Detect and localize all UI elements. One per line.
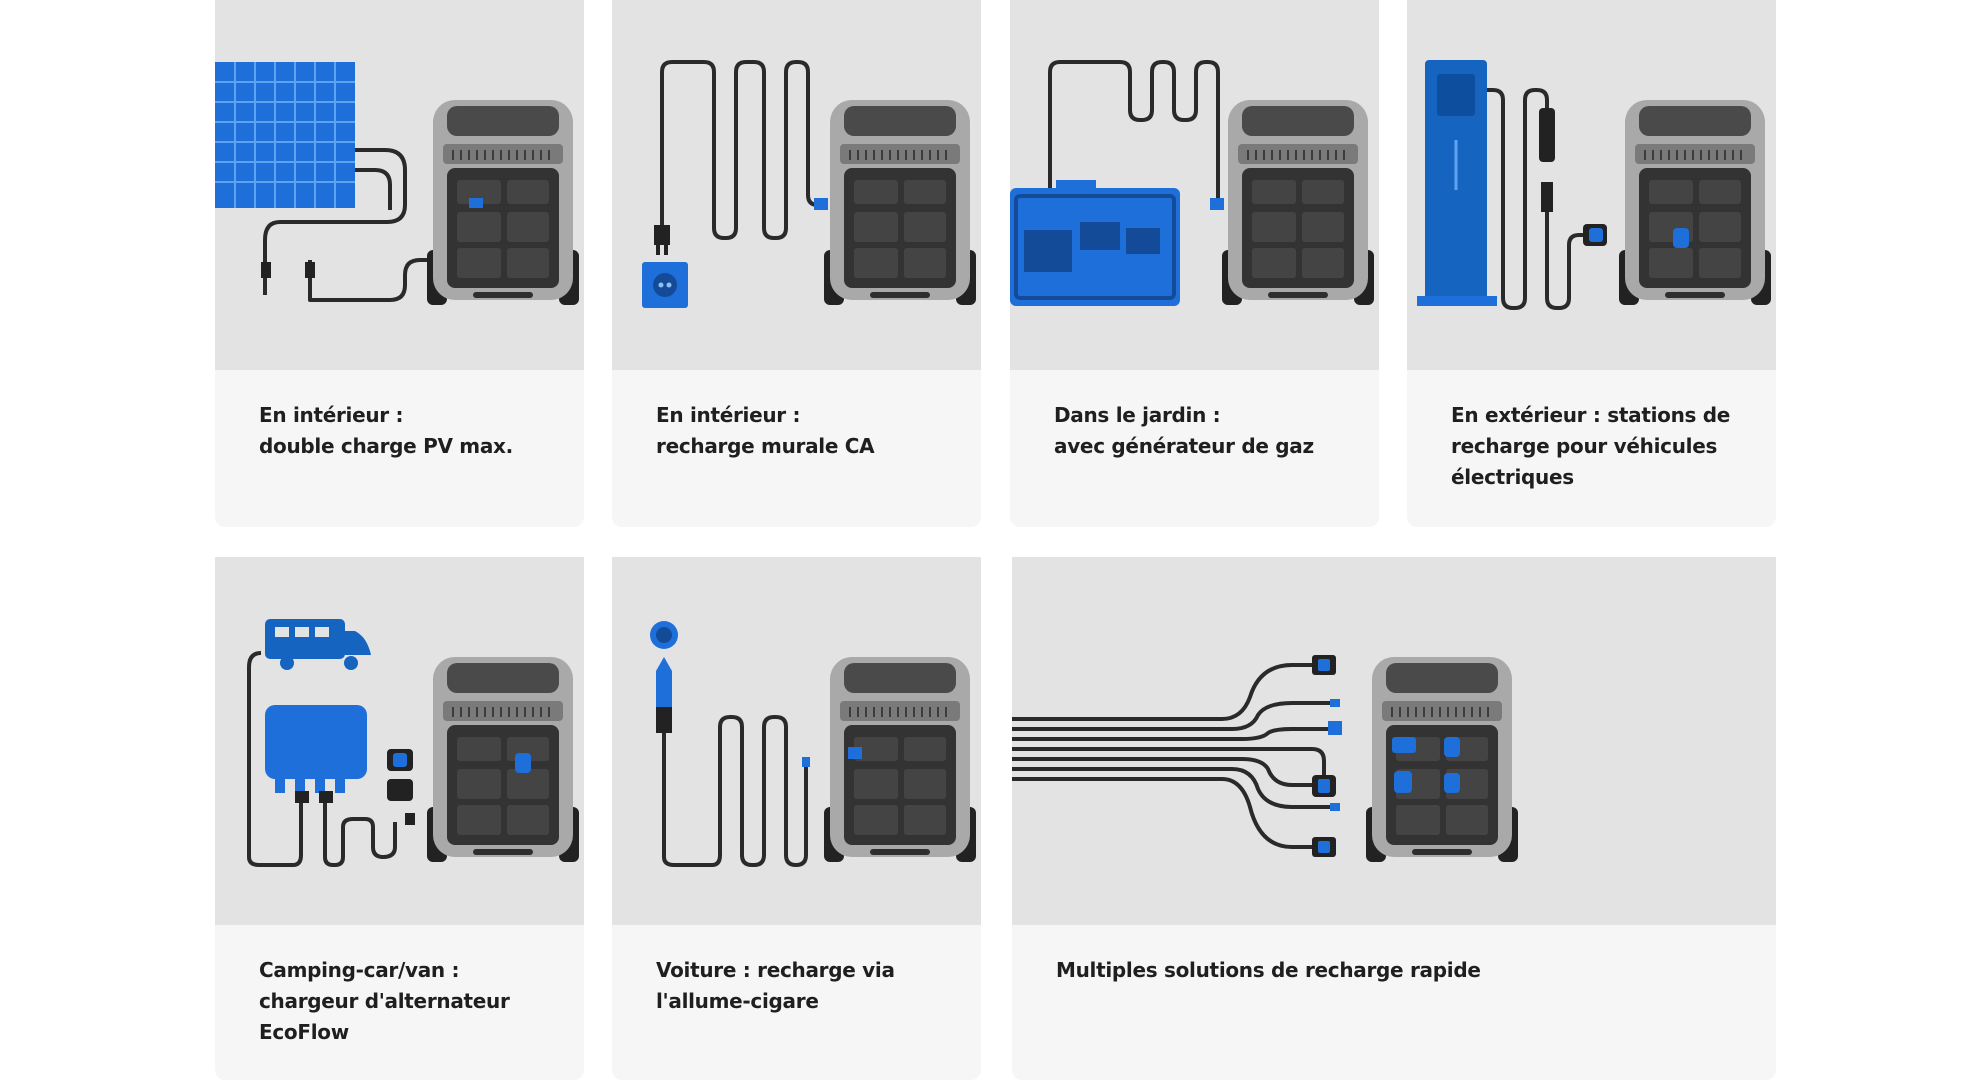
- wall-socket-icon: [642, 262, 688, 308]
- gas-generator-icon: [1010, 180, 1180, 306]
- cable-icon: [1048, 60, 1220, 198]
- card-generator[interactable]: Dans le jardin : avec générateur de gaz: [1010, 0, 1379, 527]
- power-station-icon: [823, 656, 977, 863]
- cable-icon: [247, 651, 397, 867]
- card-caption: En extérieur : stations de recharge pour…: [1451, 403, 1731, 489]
- alternator-charger-icon: [265, 705, 367, 793]
- card-camper-van[interactable]: Camping-car/van : chargeur d'alternateur…: [215, 557, 584, 1080]
- power-station-icon: [1365, 656, 1519, 863]
- blue-port-icon: [1444, 737, 1460, 757]
- power-station-icon: [823, 99, 977, 306]
- ev-charger-icon: [1417, 60, 1497, 306]
- power-station-icon: [426, 656, 580, 863]
- connector-icon: [295, 791, 309, 803]
- multi-charge-illustration: [1012, 557, 1776, 925]
- port-icon: [1328, 721, 1342, 735]
- cigarette-lighter-plug-icon: [656, 657, 672, 733]
- blue-port-icon: [469, 198, 483, 208]
- solar-panel-icon: [215, 62, 355, 208]
- connector-icon: [319, 791, 333, 803]
- blue-port-icon: [1444, 773, 1460, 793]
- cable-icon: [1012, 663, 1332, 849]
- car-socket-icon: [650, 621, 678, 649]
- solar-illustration: [215, 0, 584, 370]
- port-icon: [802, 757, 810, 767]
- car-lighter-illustration: [612, 557, 981, 925]
- power-station-icon: [1618, 99, 1772, 306]
- card-caption: En intérieur : recharge murale CA: [656, 403, 875, 458]
- blue-port-icon: [1210, 198, 1224, 210]
- adapter-icon: [1583, 224, 1607, 246]
- blue-port-icon: [848, 747, 862, 759]
- card-wall-ac[interactable]: En intérieur : recharge murale CA: [612, 0, 981, 527]
- plug-icon: [654, 225, 670, 255]
- generator-illustration: [1010, 0, 1379, 370]
- camper-illustration: [215, 557, 584, 925]
- connector-icon: [405, 813, 415, 825]
- connector-icon: [261, 262, 271, 278]
- port-icon: [1330, 803, 1340, 811]
- camper-van-icon: [265, 619, 371, 670]
- blue-port-icon: [1673, 228, 1689, 248]
- plug-icon: [1539, 108, 1555, 212]
- power-station-icon: [1221, 99, 1375, 306]
- cable-icon: [662, 715, 808, 867]
- card-caption: En intérieur : double charge PV max.: [259, 403, 513, 458]
- connector-icon: [305, 262, 315, 278]
- blue-port-icon: [1392, 737, 1416, 753]
- blue-port-icon: [814, 198, 828, 210]
- card-car-lighter[interactable]: Voiture : recharge via l'allume-cigare: [612, 557, 981, 1080]
- card-solar-pv[interactable]: En intérieur : double charge PV max.: [215, 0, 584, 527]
- card-caption: Dans le jardin : avec générateur de gaz: [1054, 403, 1314, 458]
- port-icon: [1330, 699, 1340, 707]
- cable-icon: [660, 60, 822, 240]
- blue-port-icon: [1394, 771, 1412, 793]
- card-caption: Camping-car/van : chargeur d'alternateur…: [259, 958, 510, 1044]
- card-caption: Multiples solutions de recharge rapide: [1056, 958, 1481, 982]
- blue-port-icon: [515, 753, 531, 773]
- card-multi-charge[interactable]: Multiples solutions de recharge rapide: [1012, 557, 1776, 1080]
- card-ev-station[interactable]: En extérieur : stations de recharge pour…: [1407, 0, 1776, 527]
- cable-icon: [1487, 88, 1587, 310]
- wall-ac-illustration: [612, 0, 981, 370]
- card-caption: Voiture : recharge via l'allume-cigare: [656, 958, 895, 1013]
- adapter-icon: [387, 749, 413, 801]
- power-station-icon: [426, 99, 580, 306]
- ev-station-illustration: [1407, 0, 1776, 370]
